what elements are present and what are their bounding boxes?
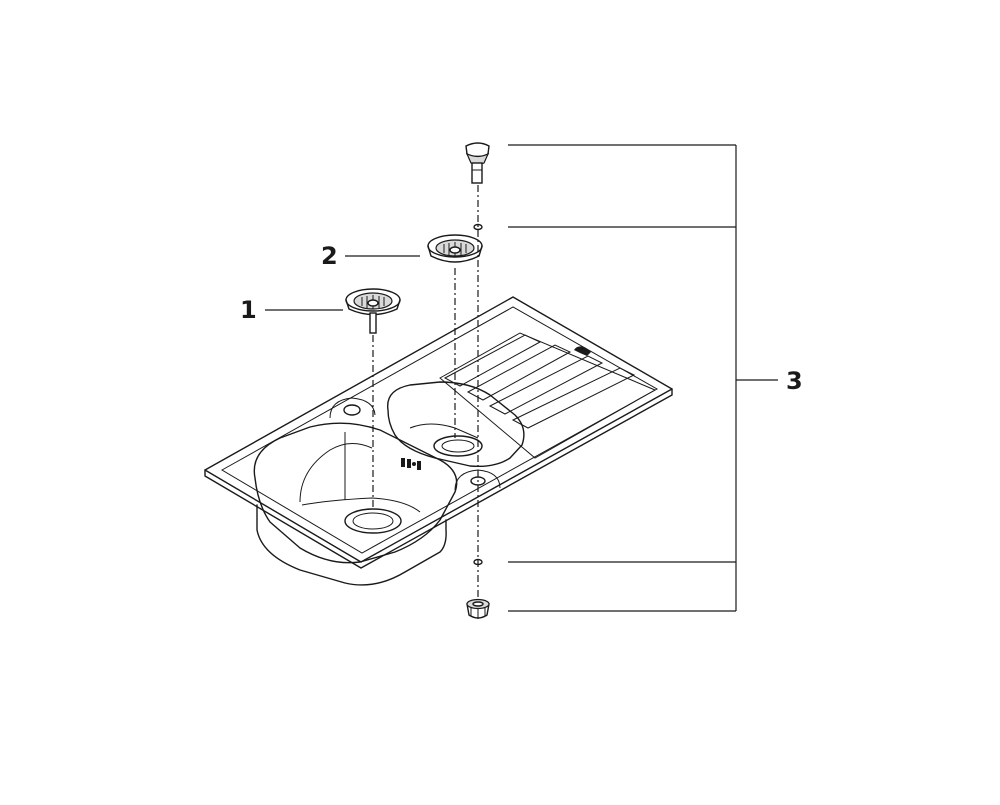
bottom-nut	[466, 598, 490, 619]
small-bowl-drain-outer	[433, 435, 483, 457]
drainer-slot	[574, 346, 591, 356]
o-ring-top	[473, 223, 483, 231]
large-bowl-skirt	[256, 504, 447, 586]
strainer-basket-1	[345, 288, 401, 334]
popup-knob	[465, 142, 490, 184]
sink-rim-edge	[204, 388, 673, 569]
sink-unit	[204, 296, 673, 586]
strainer-basket-2	[427, 234, 483, 263]
callout-3-label: 3	[786, 367, 803, 395]
overflow-mark	[401, 458, 421, 470]
small-bowl-inner	[409, 423, 479, 439]
large-bowl-rim	[253, 422, 458, 564]
drainer-groove-4	[511, 367, 636, 429]
drainer-groove-3	[488, 355, 604, 415]
sink-rim-inner	[220, 306, 659, 554]
bracket-3	[508, 144, 778, 612]
small-bowl-rim	[386, 381, 525, 468]
callout-2-label: 2	[321, 242, 338, 270]
large-bowl-inner	[299, 443, 373, 503]
large-bowl-floor	[301, 497, 421, 513]
tap-hole-left	[343, 404, 361, 416]
callout-1-label: 1	[240, 296, 257, 324]
drainer-board	[439, 332, 657, 459]
tap-hole-left-lip	[329, 397, 376, 419]
large-bowl-drain-inner	[352, 512, 394, 530]
small-bowl-drain-inner	[441, 439, 475, 453]
